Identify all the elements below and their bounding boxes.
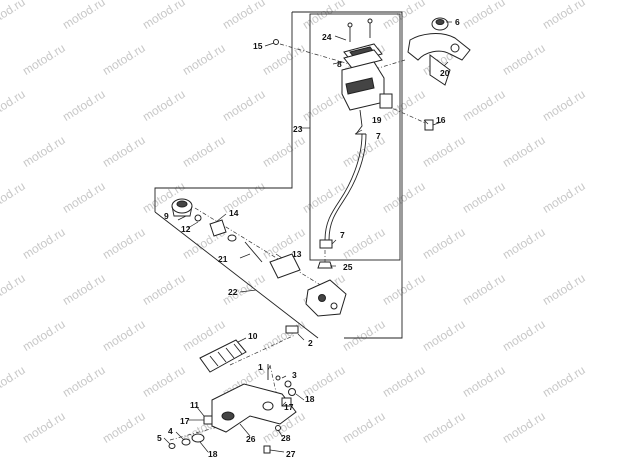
small-hardware [168, 364, 296, 454]
caliper-body [285, 279, 347, 334]
callout-10: 10 [248, 331, 258, 341]
callout-28: 28 [281, 433, 291, 443]
callout-17b: 17 [284, 402, 294, 412]
callout-21: 21 [218, 254, 228, 264]
callout-2: 2 [308, 338, 313, 348]
callout-13: 13 [292, 249, 302, 259]
piston-parts [194, 214, 301, 279]
callout-5: 5 [157, 433, 162, 443]
reservoir-boot-part-9 [171, 198, 193, 217]
callout-6: 6 [455, 17, 460, 27]
reservoir-cap-part-8 [343, 18, 383, 69]
master-cylinder-part-19 [341, 61, 393, 135]
callout-17a: 17 [180, 416, 190, 426]
callout-22: 22 [228, 287, 238, 297]
callout-25: 25 [343, 262, 353, 272]
washer-part-15 [273, 39, 279, 45]
mounting-bracket-part-20 [407, 17, 471, 86]
callout-7b: 7 [340, 230, 345, 240]
pedal-rubber-part-10 [199, 339, 247, 373]
callout-16: 16 [436, 115, 446, 125]
bolt-part-16 [424, 119, 442, 131]
callout-3: 3 [292, 370, 297, 380]
callout-14: 14 [229, 208, 239, 218]
callout-20: 20 [440, 68, 450, 78]
callout-9: 9 [164, 211, 169, 221]
callout-15: 15 [253, 41, 263, 51]
brake-pedal-part-26 [211, 383, 297, 433]
callout-27: 27 [286, 449, 296, 459]
callout-7a: 7 [376, 131, 381, 141]
brake-hose [317, 133, 367, 269]
callout-26: 26 [246, 434, 256, 444]
callout-18a: 18 [305, 394, 315, 404]
callout-24: 24 [322, 32, 332, 42]
callout-19: 19 [372, 115, 382, 125]
callout-18b: 18 [208, 449, 218, 459]
callout-8: 8 [337, 59, 342, 69]
assembly-outline-23 [309, 13, 401, 261]
callout-11: 11 [190, 400, 199, 410]
callout-1: 1 [258, 362, 263, 372]
leader-lines [163, 21, 452, 453]
callout-23: 23 [293, 124, 303, 134]
callout-labels: 24 6 15 8 20 19 16 23 7 7 25 9 14 12 13 … [157, 17, 460, 459]
callout-12: 12 [181, 224, 191, 234]
callout-4: 4 [168, 426, 173, 436]
assembly-outline-22 [154, 11, 403, 339]
